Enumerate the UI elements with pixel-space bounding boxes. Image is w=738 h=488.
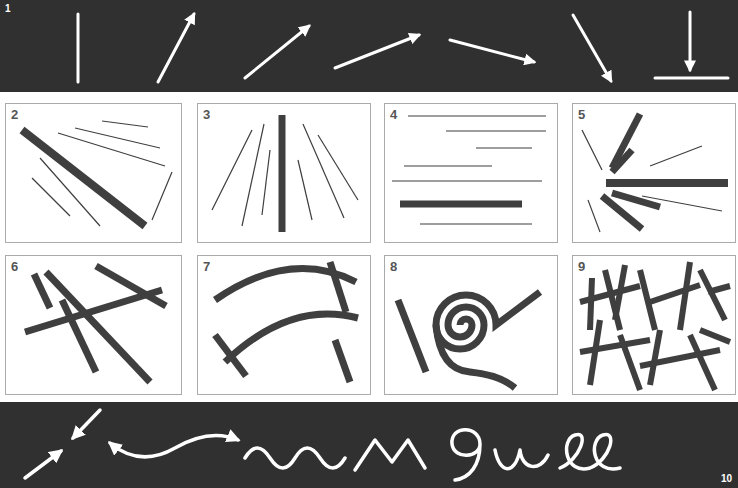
panel: 2 <box>5 103 182 243</box>
callout-number: 8 <box>390 260 397 273</box>
callout-number: 9 <box>578 260 585 273</box>
panel: 4 <box>384 103 558 243</box>
callout-number: 5 <box>578 108 585 121</box>
panel: 7 <box>197 255 371 395</box>
panel: 6 <box>5 255 182 395</box>
bottom-band <box>0 402 738 488</box>
panel: 8 <box>384 255 558 395</box>
callout-number: 1 <box>5 4 11 14</box>
panel: 9 <box>572 255 736 395</box>
panel-strokes <box>22 114 730 390</box>
direction-lines <box>78 12 728 82</box>
callout-number: 2 <box>11 108 18 121</box>
movement-lines <box>25 410 620 480</box>
callout-number: 10 <box>721 474 732 484</box>
band: 1 <box>0 0 738 92</box>
panel: 3 <box>197 103 371 243</box>
callout-number: 3 <box>203 108 210 121</box>
callout-number: 6 <box>11 260 18 273</box>
callout-number: 7 <box>203 260 210 273</box>
panel: 5 <box>572 103 736 243</box>
band: 10 <box>0 402 738 488</box>
top-band <box>0 0 738 92</box>
callout-number: 4 <box>390 108 397 121</box>
